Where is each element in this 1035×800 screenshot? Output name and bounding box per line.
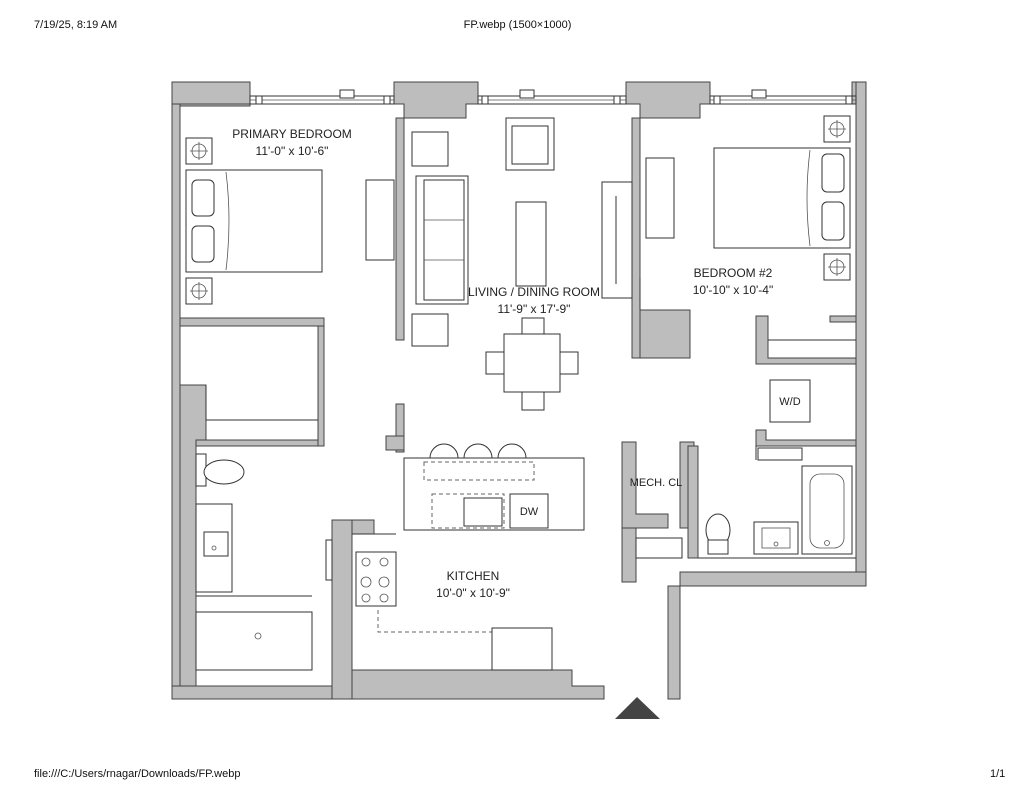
entry-arrow-icon: [615, 697, 660, 719]
windows: [249, 89, 857, 105]
washer-dryer-label: W/D: [779, 396, 800, 408]
tv-console: [601, 181, 633, 299]
mech-closet-label: MECH. CL: [630, 477, 683, 489]
print-title: FP.webp (1500×1000): [463, 19, 572, 31]
primary-bedroom-furniture: [185, 137, 395, 305]
cooktop: [355, 551, 397, 607]
bathroom1: [195, 453, 333, 671]
living-furniture: [411, 117, 633, 411]
refrigerator: [491, 627, 553, 671]
primary-bedroom-name: PRIMARY BEDROOM: [232, 127, 352, 141]
bedroom2-furniture: W/D: [645, 115, 851, 423]
primary-bedroom-dims: 11'-0" x 10'-6": [256, 144, 329, 158]
kitchen-name: KITCHEN: [447, 569, 500, 583]
print-file-path: file:///C:/Users/rnagar/Downloads/FP.web…: [34, 768, 241, 780]
kitchen-sink: [463, 497, 503, 527]
bedroom2-dims: 10'-10" x 10'-4": [693, 283, 773, 297]
washer-dryer: [769, 379, 811, 423]
dining-table: [503, 333, 561, 393]
kitchen-dims: 10'-0" x 10'-9": [436, 586, 510, 600]
coffee-table: [515, 201, 547, 287]
walls: [171, 81, 867, 700]
dresser: [365, 179, 395, 261]
interior-lines: [196, 278, 856, 597]
living-dining-name: LIVING / DINING ROOM: [468, 285, 600, 299]
bathroom2: MECH. CL: [630, 447, 853, 559]
bedroom2-name: BEDROOM #2: [694, 266, 773, 280]
vanity-2: [753, 521, 799, 555]
dishwasher-label: DW: [520, 506, 539, 518]
shower-1: [195, 611, 313, 671]
bedroom2-dresser: [645, 157, 675, 239]
toilet-1: [203, 459, 245, 485]
print-page-number: 1/1: [990, 768, 1006, 780]
kitchen: DW: [352, 443, 585, 671]
room-labels: PRIMARY BEDROOM 11'-0" x 10'-6" LIVING /…: [232, 127, 773, 600]
living-dining-dims: 11'-9" x 17'-9": [498, 302, 571, 316]
print-timestamp: 7/19/25, 8:19 AM: [34, 19, 118, 31]
